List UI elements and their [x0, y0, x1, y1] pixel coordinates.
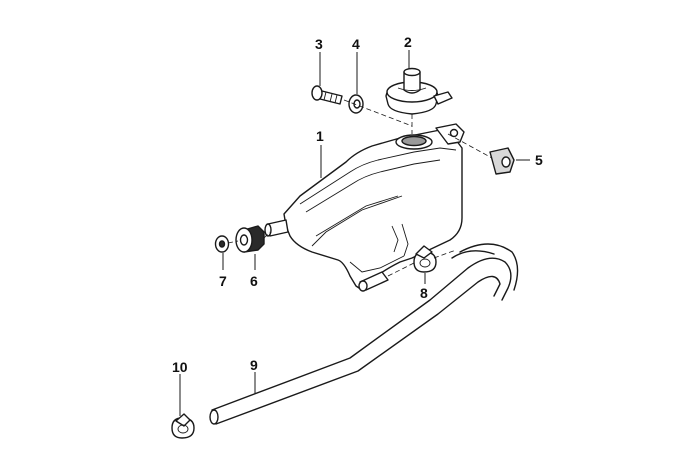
hose-long: [209, 243, 519, 425]
callout-7: 7: [219, 273, 227, 289]
expansion-tank: [264, 123, 465, 292]
rubber-mount: [235, 225, 265, 253]
washer-small: [214, 235, 230, 253]
washer: [348, 94, 364, 114]
callout-8: 8: [420, 285, 428, 301]
clip-nut: [489, 147, 515, 175]
callout-6: 6: [250, 273, 258, 289]
bolt: [311, 85, 343, 105]
callout-10: 10: [172, 359, 188, 375]
filler-cap: [385, 67, 453, 115]
callout-3: 3: [315, 36, 323, 52]
callout-2: 2: [404, 34, 412, 50]
callout-4: 4: [352, 36, 360, 52]
hose-clamp-small: [171, 413, 195, 439]
assembly-lines: [227, 99, 493, 277]
hose-clamp: [413, 245, 437, 273]
callout-labels: 1 2 3 4 5 6 7 8 9 10: [172, 34, 543, 375]
callout-1: 1: [316, 128, 324, 144]
callout-5: 5: [535, 152, 543, 168]
leader-lines: [179, 50, 530, 416]
callout-9: 9: [250, 357, 258, 373]
